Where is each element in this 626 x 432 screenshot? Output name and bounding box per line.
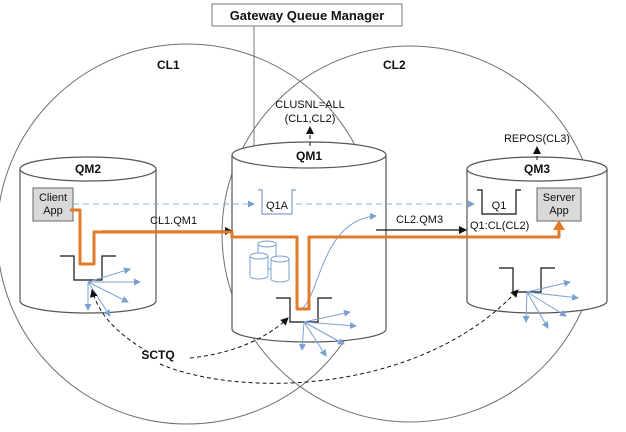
channel-cl2-qm3-label: CL2.QM3 — [396, 214, 443, 226]
page-title: Gateway Queue Manager — [230, 8, 385, 23]
server-app-box — [536, 187, 582, 222]
sctq-link-qm2 — [90, 289, 149, 353]
client-app-box — [32, 187, 74, 222]
qm1-alias-queue — [258, 189, 296, 215]
server-app-label-line1: Server — [543, 192, 576, 204]
qm1-clusnl-line1: CLUSNL=ALL — [275, 99, 344, 111]
database-icon — [249, 240, 290, 283]
qm2-transmit-queue — [60, 255, 116, 281]
title-box — [211, 3, 403, 27]
qm1-fanout-arrows — [298, 309, 357, 357]
client-app-label-line1: Client — [39, 192, 67, 204]
qm3-fanout-arrows — [522, 279, 579, 329]
cluster-cl2-label: CL2 — [383, 58, 406, 72]
client-app-label-line2: App — [43, 205, 63, 217]
sctq-link-qm1 — [189, 317, 289, 359]
qm2-fanout-arrows — [84, 267, 141, 317]
sctq-label: SCTQ — [141, 348, 174, 362]
qm1-clusnl-line2: (CL1,CL2) — [285, 113, 336, 125]
qm1-alias-queue-label: Q1A — [266, 200, 289, 212]
qm2-name: QM2 — [75, 162, 101, 176]
cluster-cl1-label: CL1 — [157, 58, 180, 72]
qm3-queue-q1 — [477, 189, 521, 215]
qm3-queue-label: Q1 — [492, 200, 507, 212]
channel-cl1-qm1-label: CL1.QM1 — [150, 215, 197, 227]
server-app-label-line2: App — [549, 205, 569, 217]
message-route-arrowhead — [553, 220, 565, 230]
qm3-queue-cluster-label: Q1:CL(CL2) — [470, 220, 529, 232]
qm3-repos-label: REPOS(CL3) — [504, 133, 570, 145]
qm3-name: QM3 — [524, 162, 550, 176]
message-route — [70, 208, 561, 311]
qm1-forward-arrow — [299, 212, 377, 311]
qm1-name: QM1 — [296, 149, 322, 163]
